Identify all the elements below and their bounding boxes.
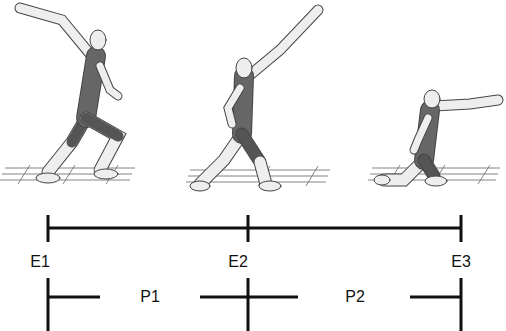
event-label: E1 <box>30 254 50 270</box>
event-label: P1 <box>140 289 160 305</box>
event-label: E3 <box>451 254 471 270</box>
mannequin-figure <box>374 90 498 186</box>
event-label: E2 <box>228 254 248 270</box>
mannequin-figure <box>190 10 318 191</box>
event-label: P2 <box>345 289 365 305</box>
mannequin-figure <box>20 8 118 183</box>
timeline <box>48 215 461 331</box>
